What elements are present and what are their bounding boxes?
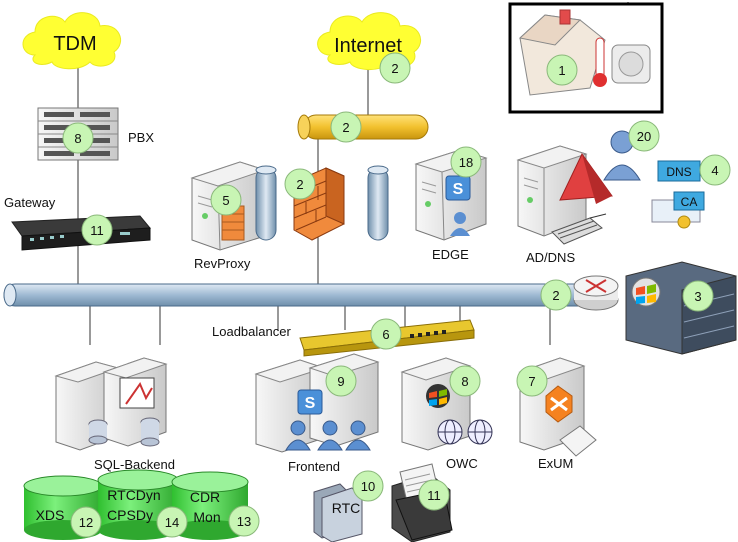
svg-text:20: 20 (637, 129, 651, 144)
svg-text:18: 18 (459, 155, 473, 170)
gateway-label: Gateway (4, 195, 56, 210)
svg-text:13: 13 (237, 514, 251, 529)
svg-text:4: 4 (711, 163, 718, 178)
badge-9: 9 (325, 365, 357, 397)
pbx-label: PBX (128, 130, 154, 145)
badge-7: 7 (516, 365, 548, 397)
badge-12: 12 (70, 506, 102, 538)
badge-2-internet: 2 (379, 52, 411, 84)
gateway-device: Gateway (4, 195, 152, 251)
badges: 1 2 2 2 2 3 4 5 6 7 8 8 9 10 11 11 12 13… (62, 52, 731, 538)
svg-text:10: 10 (361, 479, 375, 494)
rtc-label: RTC (332, 500, 361, 516)
badge-18: 18 (450, 146, 482, 178)
badge-4: 4 (699, 154, 731, 186)
db-mon-label: Mon (193, 509, 220, 525)
svg-text:11: 11 (427, 488, 441, 503)
svg-text:2: 2 (552, 288, 559, 303)
badge-3: 3 (682, 280, 714, 312)
badge-10: 10 (352, 470, 384, 502)
tdm-cloud: TDM (22, 12, 121, 70)
svg-text:8: 8 (461, 374, 468, 389)
badge-2-firewall: 2 (284, 168, 316, 200)
house-frame (508, 2, 664, 114)
svg-text:11: 11 (90, 223, 104, 238)
frontend-servers: S Frontend (254, 353, 380, 474)
svg-text:8: 8 (74, 131, 81, 146)
loadbalancer: Loadbalancer (212, 319, 475, 357)
edge-label: EDGE (432, 247, 469, 262)
badge-8-owc: 8 (449, 365, 481, 397)
badge-2-router: 2 (540, 279, 572, 311)
dns-label: DNS (666, 165, 691, 179)
addns-label: AD/DNS (526, 250, 575, 265)
network-bus (3, 283, 599, 307)
db-xds-label: XDS (36, 507, 65, 523)
badge-13: 13 (228, 505, 260, 537)
badge-1: 1 (546, 54, 578, 86)
badge-8-pbx: 8 (62, 122, 94, 154)
internet-pipe (297, 114, 429, 140)
svg-text:3: 3 (694, 289, 701, 304)
badge-20: 20 (628, 120, 660, 152)
dns-box: DNS (657, 160, 701, 182)
revproxy-server: RevProxy (190, 161, 277, 271)
pbx-device: PBX (37, 107, 154, 161)
edge-pipe (367, 165, 389, 241)
server-rack (625, 261, 737, 355)
ca-certificate: CA (651, 191, 705, 229)
badge-11-gateway: 11 (81, 214, 113, 246)
db-rtcdyn-label: RTCDyn (107, 487, 160, 503)
frontend-label: Frontend (288, 459, 340, 474)
db-cpsdy-label: CPSDy (107, 507, 153, 523)
svg-text:9: 9 (337, 374, 344, 389)
svg-text:2: 2 (391, 61, 398, 76)
svg-text:S: S (453, 181, 464, 198)
svg-text:1: 1 (558, 63, 565, 78)
svg-text:S: S (305, 395, 316, 412)
svg-text:6: 6 (382, 327, 389, 342)
ca-label: CA (681, 195, 698, 209)
database-cdr: CDR Mon (171, 471, 249, 540)
badge-11-folder: 11 (418, 479, 450, 511)
router (573, 275, 619, 311)
badge-14: 14 (156, 506, 188, 538)
svg-text:2: 2 (296, 177, 303, 192)
sql-backend-label: SQL-Backend (94, 457, 175, 472)
svg-text:2: 2 (342, 120, 349, 135)
badge-5: 5 (210, 184, 242, 216)
svg-text:5: 5 (222, 193, 229, 208)
exum-label: ExUM (538, 456, 573, 471)
tdm-label: TDM (53, 33, 96, 55)
db-cdr-label: CDR (190, 489, 220, 505)
owc-label: OWC (446, 456, 478, 471)
badge-6: 6 (370, 318, 402, 350)
svg-text:12: 12 (79, 515, 93, 530)
badge-2-pipe: 2 (330, 111, 362, 143)
svg-text:14: 14 (165, 515, 179, 530)
rtc-documents: RTC (313, 483, 363, 542)
user-icon (603, 130, 641, 181)
loadbalancer-label: Loadbalancer (212, 324, 291, 339)
svg-text:7: 7 (528, 374, 535, 389)
internet-label: Internet (334, 35, 402, 57)
revproxy-label: RevProxy (194, 256, 251, 271)
sql-backend-servers: SQL-Backend (54, 357, 175, 472)
ad-dns-server: AD/DNS (516, 145, 613, 265)
